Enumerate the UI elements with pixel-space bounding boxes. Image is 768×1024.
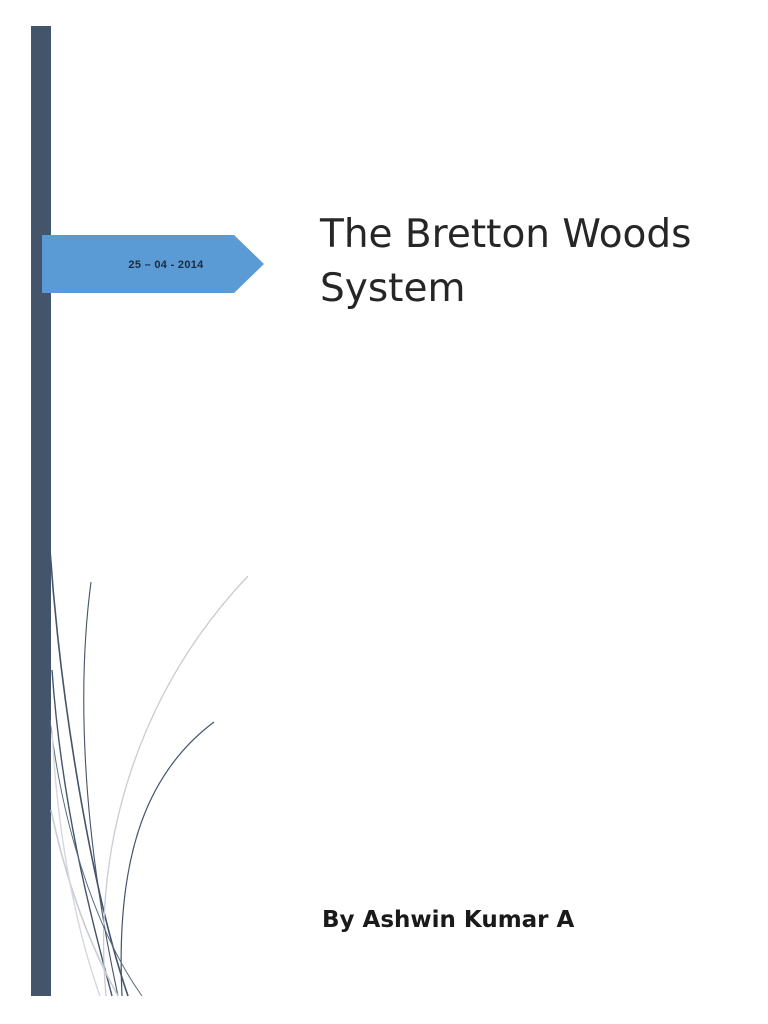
date-tag-shape <box>42 235 264 293</box>
decorative-grass-lines <box>49 549 249 997</box>
cover-date: 25 – 04 - 2014 <box>128 259 204 271</box>
date-tag: 25 – 04 - 2014 <box>42 235 264 293</box>
document-title: The Bretton Woods System <box>320 212 692 311</box>
author-name: By Ashwin Kumar A <box>322 907 575 933</box>
